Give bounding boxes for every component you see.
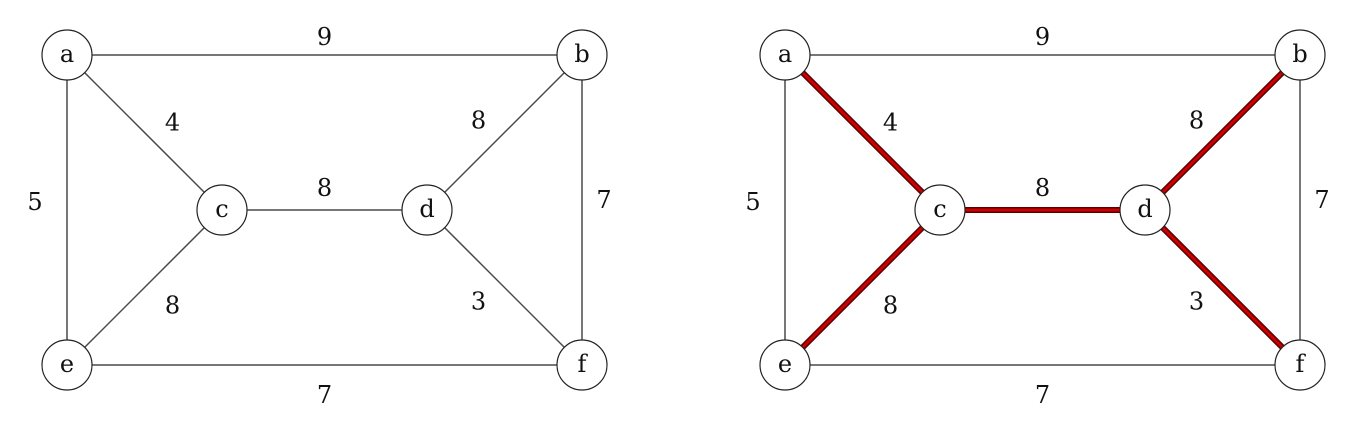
weight-label-d-b: 8 xyxy=(471,107,486,135)
weight-label-b-f: 7 xyxy=(1314,186,1329,214)
node-f: f xyxy=(1274,339,1326,391)
node-e: e xyxy=(41,339,93,391)
node-e: e xyxy=(759,339,811,391)
node-circle xyxy=(1274,339,1326,391)
node-circle xyxy=(196,184,248,236)
node-label: a xyxy=(778,40,792,68)
edge-d-b xyxy=(426,54,583,211)
node-label: b xyxy=(1292,40,1307,68)
node-b: b xyxy=(1274,29,1326,81)
weight-label-a-b: 9 xyxy=(1035,23,1050,51)
edge-weights: 9 4 5 8 8 8 7 3 7 xyxy=(745,23,1329,409)
node-label: c xyxy=(933,195,946,223)
weight-label-a-c: 4 xyxy=(883,109,898,137)
weight-label-a-b: 9 xyxy=(317,23,332,51)
edge-c-e-highlighted xyxy=(782,207,943,368)
node-b: b xyxy=(556,29,608,81)
node-circle xyxy=(556,29,608,81)
node-c: c xyxy=(196,184,248,236)
graph-original: 9 4 5 8 8 8 7 3 7 a b c d e f xyxy=(27,23,611,409)
weight-label-a-e: 5 xyxy=(745,188,760,216)
node-label: a xyxy=(60,40,74,68)
node-circle xyxy=(914,184,966,236)
node-circle xyxy=(41,29,93,81)
node-c: c xyxy=(914,184,966,236)
weight-label-a-c: 4 xyxy=(165,109,180,137)
edge-d-b-highlighted xyxy=(1142,52,1303,213)
node-circle xyxy=(401,184,453,236)
node-d: d xyxy=(1119,184,1171,236)
nodes: a b c d e f xyxy=(41,29,608,391)
node-label: e xyxy=(778,350,792,378)
edge-c-e xyxy=(66,209,223,366)
node-label: c xyxy=(215,195,228,223)
node-a: a xyxy=(41,29,93,81)
node-label: e xyxy=(60,350,74,378)
edges xyxy=(782,52,1303,368)
node-label: d xyxy=(419,195,434,223)
weight-label-a-e: 5 xyxy=(27,188,42,216)
node-label: f xyxy=(1296,350,1307,378)
weight-label-c-d: 8 xyxy=(1035,174,1050,202)
node-circle xyxy=(1119,184,1171,236)
node-circle xyxy=(1274,29,1326,81)
node-circle xyxy=(759,29,811,81)
weight-label-e-f: 7 xyxy=(317,381,332,409)
weight-label-d-b: 8 xyxy=(1189,107,1204,135)
node-label: b xyxy=(574,40,589,68)
node-label: f xyxy=(578,350,589,378)
node-circle xyxy=(41,339,93,391)
node-circle xyxy=(759,339,811,391)
weight-label-e-f: 7 xyxy=(1035,381,1050,409)
edge-d-f xyxy=(426,209,583,366)
node-circle xyxy=(556,339,608,391)
weight-label-b-f: 7 xyxy=(596,186,611,214)
node-f: f xyxy=(556,339,608,391)
node-a: a xyxy=(759,29,811,81)
weight-label-c-e: 8 xyxy=(165,292,180,320)
edge-weights: 9 4 5 8 8 8 7 3 7 xyxy=(27,23,611,409)
edges xyxy=(66,54,583,366)
weight-label-c-d: 8 xyxy=(317,174,332,202)
nodes: a b c d e f xyxy=(759,29,1326,391)
node-label: d xyxy=(1137,195,1152,223)
weight-label-d-f: 3 xyxy=(471,288,486,316)
edge-a-c-highlighted xyxy=(782,52,943,213)
graph-highlighted: 9 4 5 8 8 8 7 3 7 a b c d e f xyxy=(745,23,1329,409)
edge-d-f-highlighted xyxy=(1142,207,1303,368)
weight-label-c-e: 8 xyxy=(883,292,898,320)
node-d: d xyxy=(401,184,453,236)
weight-label-d-f: 3 xyxy=(1189,288,1204,316)
edge-a-c xyxy=(66,54,223,211)
